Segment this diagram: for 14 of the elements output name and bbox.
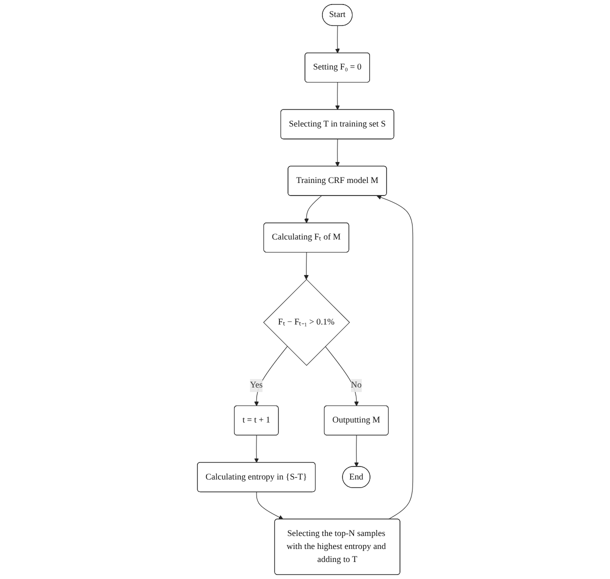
arrow [335,138,340,167]
arrow [335,26,340,54]
arrow [376,195,413,520]
arrow [304,252,309,280]
arrow [254,435,259,463]
arrow [324,346,359,406]
edge-label: Yes [250,380,263,390]
arrow [335,82,340,110]
arrow [304,196,322,224]
edge-label: No [350,380,362,390]
arrow [354,435,359,467]
node-diamond: Fₜ − Fₜ₋₁ > 0.1% [263,279,350,366]
arrow [254,346,288,406]
arrow [256,492,284,520]
